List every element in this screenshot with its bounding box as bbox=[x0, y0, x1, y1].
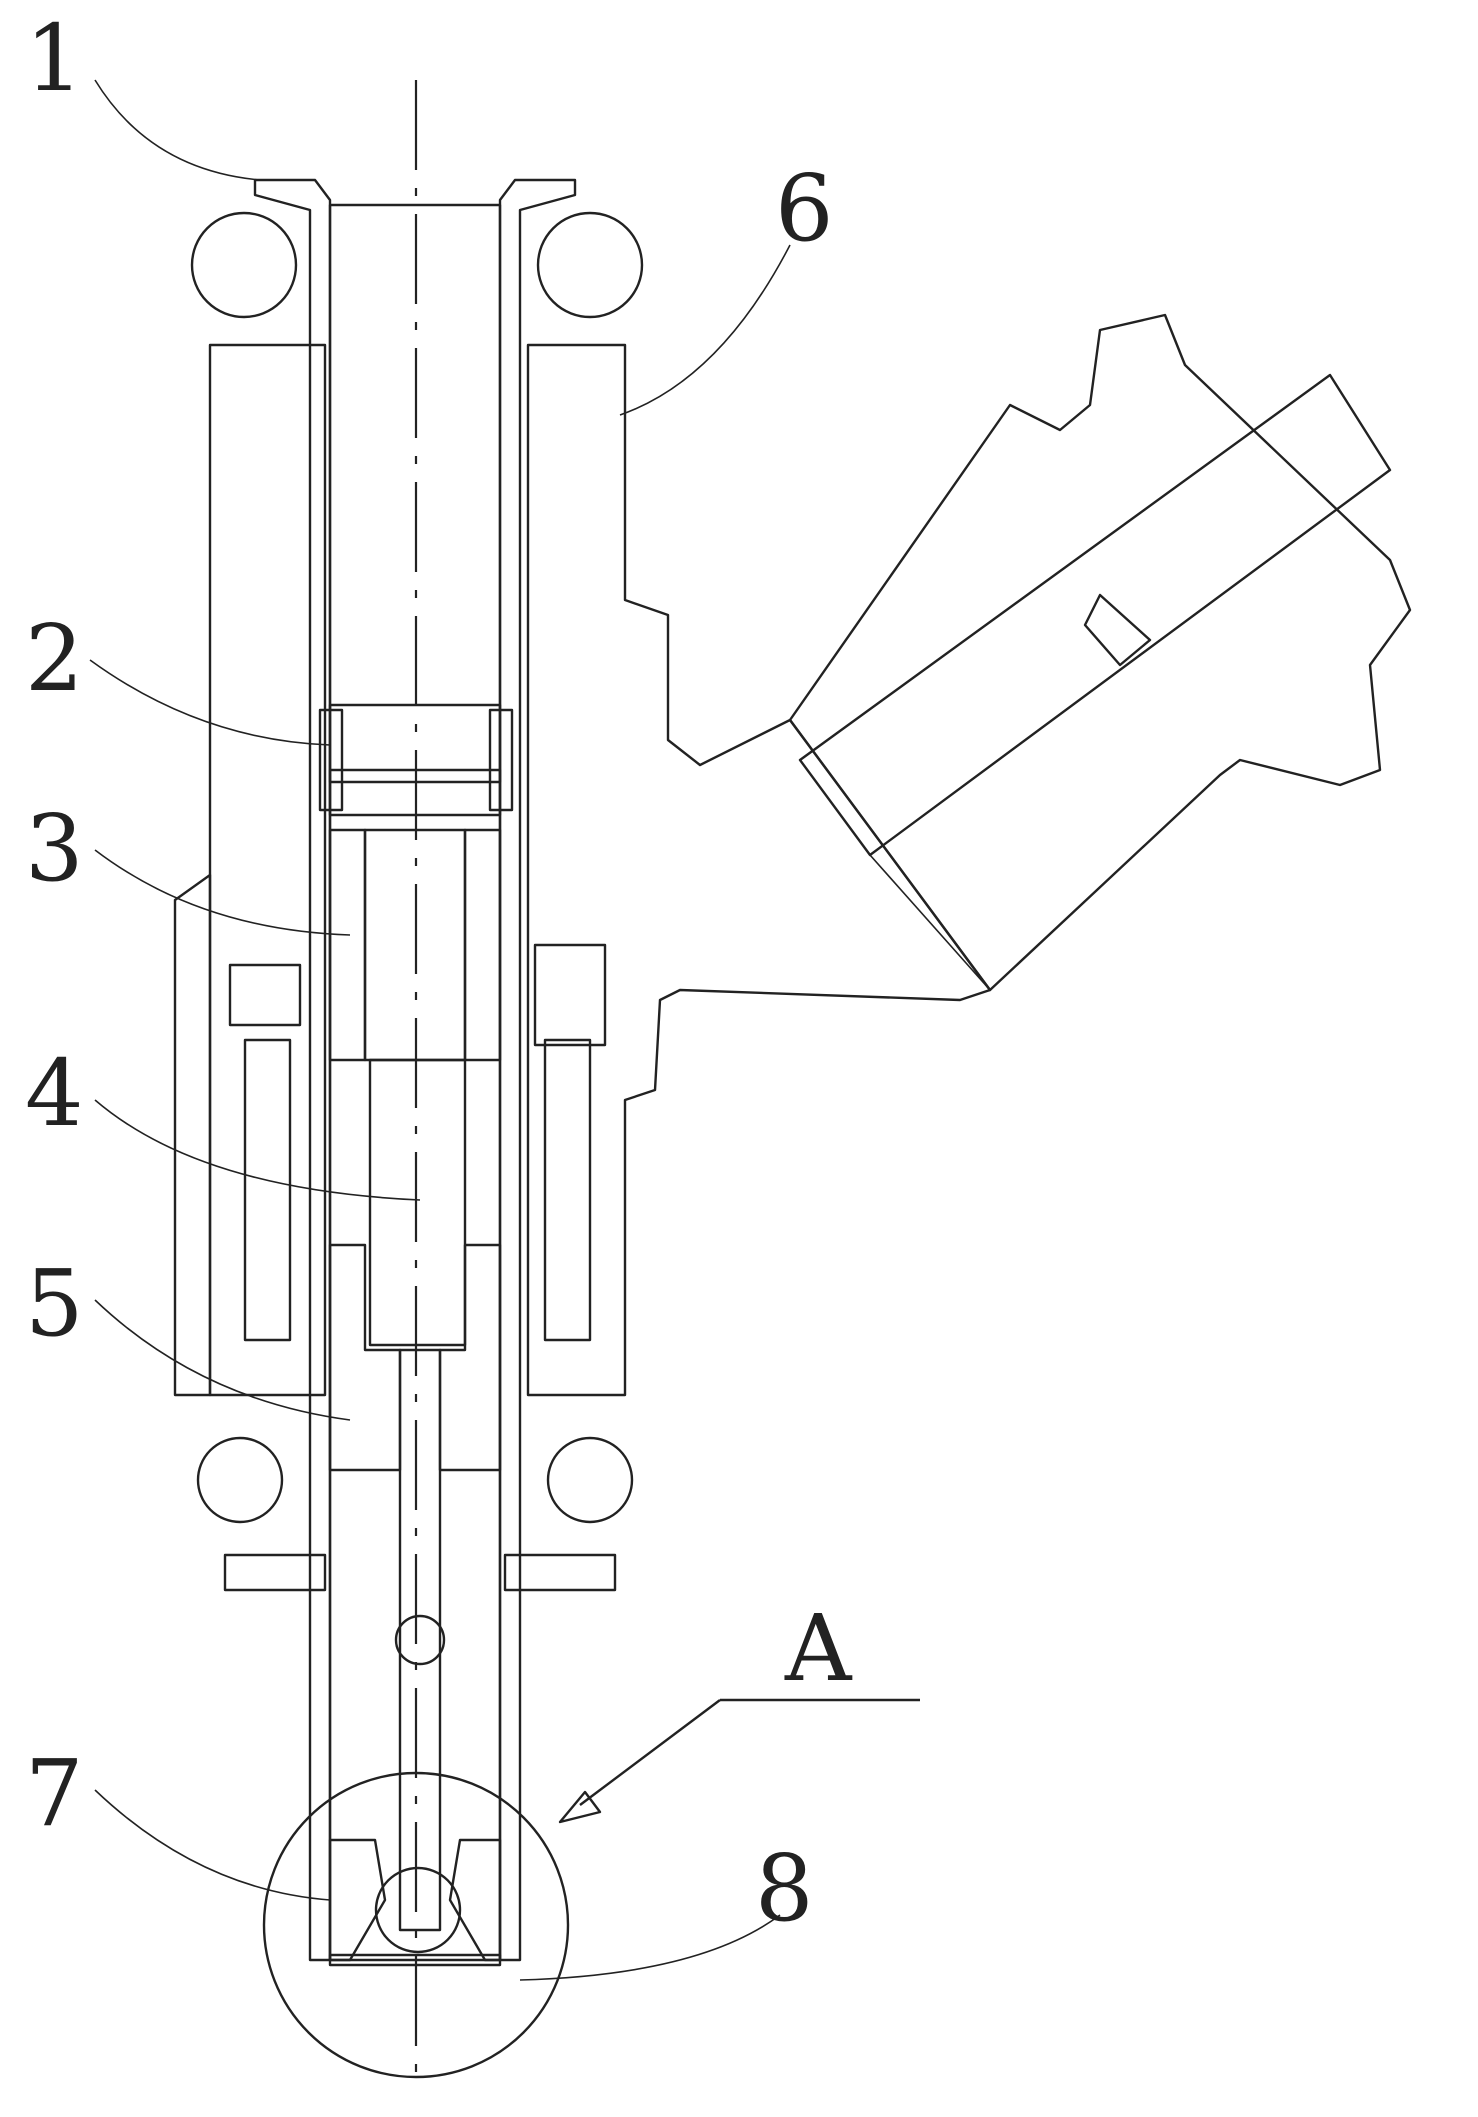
leader-2 bbox=[89, 659, 331, 746]
callout-1: 1 bbox=[25, 5, 84, 112]
leader-1 bbox=[94, 79, 261, 181]
coil-cap-right bbox=[533, 943, 607, 1047]
callout-2: 2 bbox=[25, 605, 84, 712]
callout-3: 3 bbox=[25, 795, 84, 902]
callout-4: 4 bbox=[25, 1040, 84, 1147]
callout-7: 7 bbox=[25, 1740, 84, 1847]
callout-5: 5 bbox=[25, 1250, 84, 1357]
overmold-housing bbox=[173, 313, 1412, 1397]
coil-right bbox=[543, 1038, 592, 1342]
upper-o-ring-left bbox=[190, 211, 298, 319]
leader-8 bbox=[519, 1914, 781, 1981]
detail-circle-a bbox=[262, 1771, 570, 2079]
spring bbox=[368, 1058, 467, 1347]
lower-flange-right bbox=[503, 1553, 617, 1592]
leader-6 bbox=[619, 244, 791, 416]
upper-o-ring-right bbox=[536, 211, 644, 319]
valve-ball bbox=[374, 1866, 462, 1954]
callout-6: 6 bbox=[775, 155, 834, 262]
detail-a-arrow-line bbox=[579, 1699, 721, 1806]
lower-o-ring-right bbox=[546, 1436, 634, 1524]
coil-left bbox=[243, 1038, 292, 1342]
leader-4 bbox=[94, 1099, 421, 1201]
detail-a-arrowhead bbox=[558, 1790, 602, 1824]
callout-8: 8 bbox=[755, 1835, 814, 1942]
armature bbox=[328, 1243, 502, 1932]
leader-5 bbox=[94, 1299, 351, 1421]
detail-view-label: A bbox=[784, 1595, 853, 1702]
coil-cap-left bbox=[228, 963, 302, 1027]
leader-7 bbox=[94, 1789, 331, 1901]
side-hole bbox=[394, 1614, 446, 1666]
lower-o-ring-left bbox=[196, 1436, 284, 1524]
leader-3 bbox=[94, 849, 351, 936]
lower-flange-left bbox=[223, 1553, 327, 1592]
